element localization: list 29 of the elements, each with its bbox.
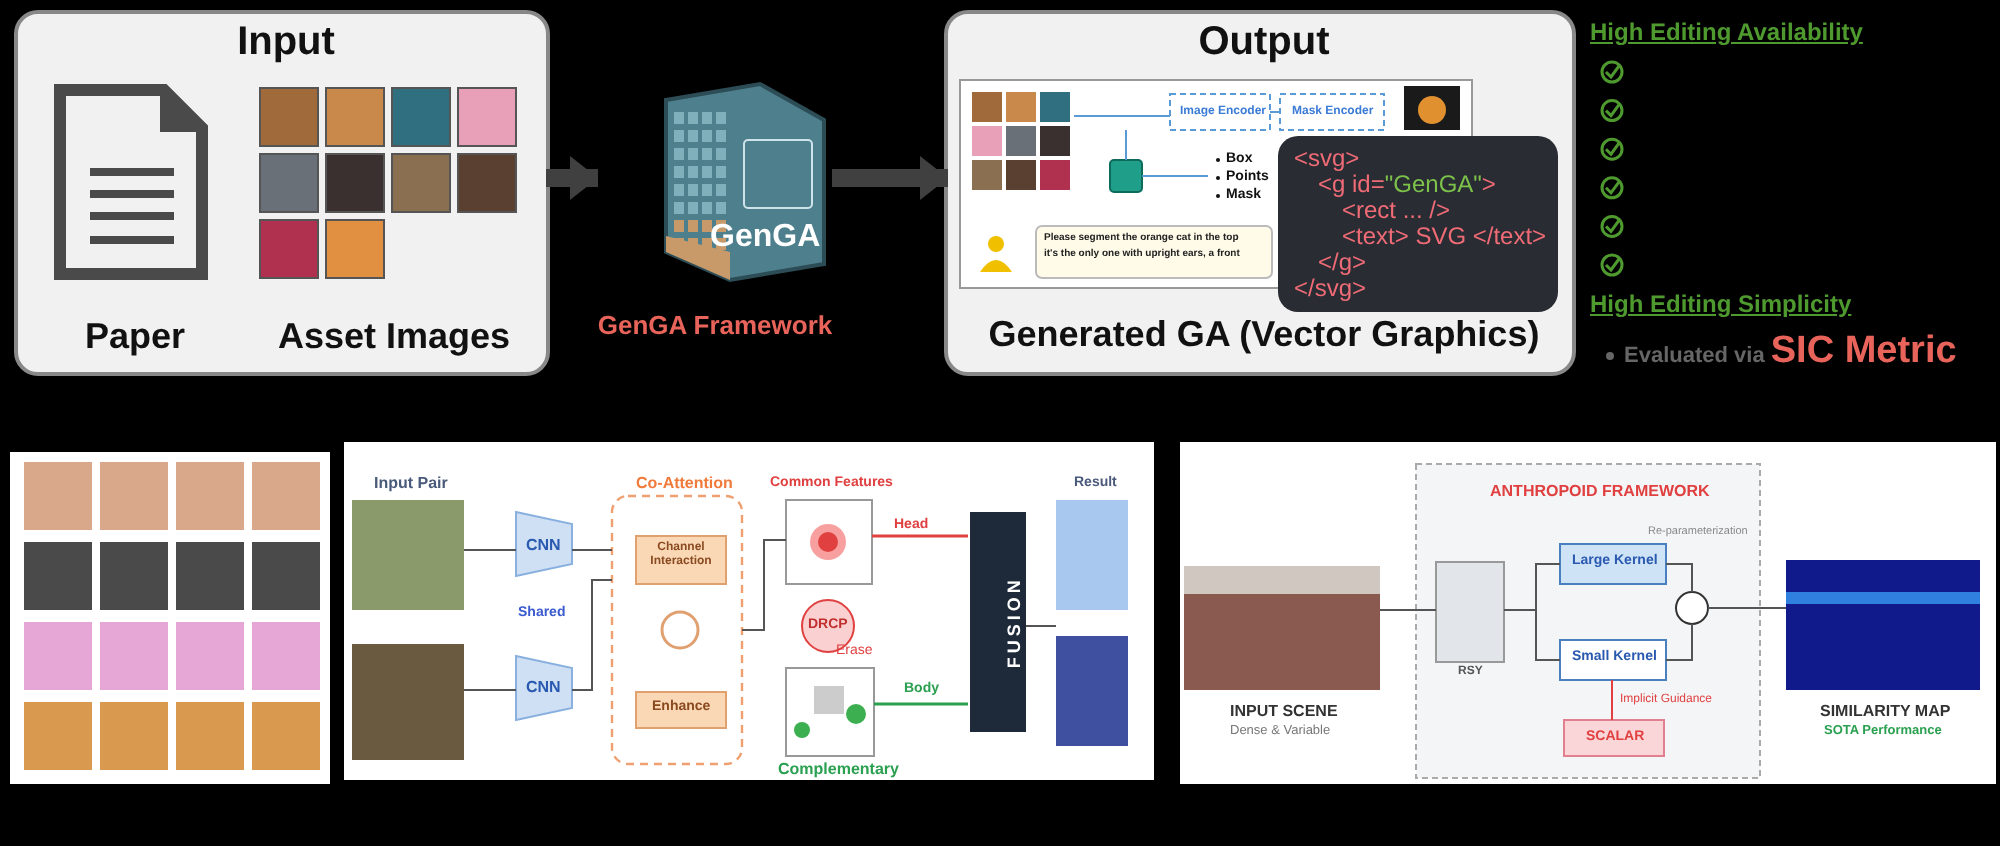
module-label: INPUT SCENE bbox=[1230, 702, 1338, 721]
arrow bbox=[832, 156, 948, 200]
section-heading: High Editing Availability bbox=[1590, 20, 1863, 48]
code-line: <g id="GenGA"> bbox=[1318, 172, 1496, 200]
panel-title: Input bbox=[235, 20, 337, 66]
framework-label: GenGA Framework bbox=[595, 312, 835, 342]
module-label: CNN bbox=[526, 536, 561, 555]
module-label: Co-Attention bbox=[636, 474, 733, 493]
arrow bbox=[546, 156, 598, 200]
module-label: ANTHROPOID FRAMEWORK bbox=[1490, 482, 1710, 501]
module-label: CNN bbox=[526, 678, 561, 697]
module-label: Input Pair bbox=[374, 474, 448, 493]
module-label: SIMILARITY MAP bbox=[1820, 702, 1951, 721]
item-label: Paper bbox=[82, 316, 188, 358]
input-panel bbox=[14, 10, 550, 376]
item-label: Asset Images bbox=[275, 316, 513, 358]
code-box bbox=[1278, 136, 1558, 312]
section-heading: High Editing Simplicity bbox=[1590, 292, 1852, 320]
icon-caption: GenGA bbox=[710, 220, 821, 257]
code-line: </g> bbox=[1318, 250, 1367, 278]
note-text: Evaluated via SIC Metric bbox=[1624, 330, 1957, 374]
code-line: </svg> bbox=[1294, 276, 1367, 304]
module-label: FUSION bbox=[1003, 576, 1025, 669]
code-line: <rect ... /> bbox=[1342, 198, 1451, 226]
module-label: Complementary bbox=[778, 760, 899, 779]
code-line: <text> SVG </text> bbox=[1342, 224, 1547, 252]
panel-title: Output bbox=[1196, 20, 1332, 66]
code-line: <svg> bbox=[1294, 146, 1360, 174]
panel-caption: Generated GA (Vector Graphics) bbox=[986, 314, 1542, 356]
